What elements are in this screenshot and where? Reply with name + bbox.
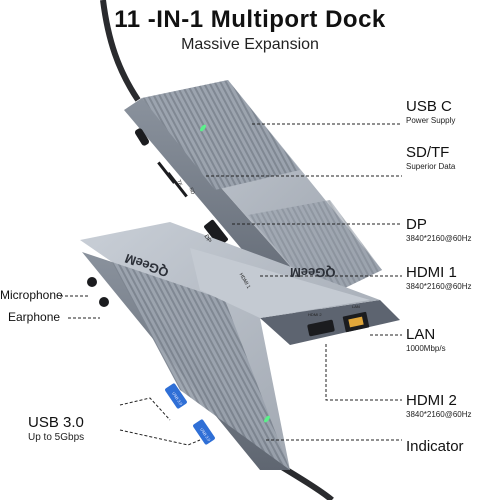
lower-dock-ribbed-surface bbox=[112, 262, 290, 470]
callout-indicator: Indicator bbox=[406, 438, 464, 455]
callout-usb-c: USB C Power Supply bbox=[406, 98, 455, 125]
usb-a-port-2 bbox=[193, 419, 215, 445]
dp-port bbox=[204, 219, 228, 247]
upper-dock-ribbed-surface bbox=[142, 80, 300, 190]
callout-usb-c-label: USB C bbox=[406, 98, 452, 115]
callout-usb3-sub: Up to 5Gbps bbox=[28, 432, 85, 443]
callout-microphone-label: Microphone bbox=[0, 288, 63, 302]
lan-port-mark: LAN bbox=[352, 304, 360, 309]
lower-dock bbox=[80, 222, 400, 470]
hdmi2-port-mark: HDMI 2 bbox=[308, 312, 322, 317]
upper-indicator-led bbox=[200, 124, 206, 132]
callout-earphone-label: Earphone bbox=[8, 310, 61, 324]
sd-slot bbox=[166, 171, 188, 198]
callout-dp-sub: 3840*2160@60Hz bbox=[406, 234, 472, 243]
callout-lan-label: LAN bbox=[406, 326, 436, 343]
usb-a-port-1 bbox=[165, 383, 187, 409]
callout-hdmi1-label: HDMI 1 bbox=[406, 264, 457, 281]
callout-hdmi2-sub: 3840*2160@60Hz bbox=[406, 410, 472, 419]
callout-hdmi1: HDMI 1 3840*2160@60Hz bbox=[406, 264, 472, 291]
callout-hdmi1-sub: 3840*2160@60Hz bbox=[406, 282, 472, 291]
earphone-jack bbox=[99, 297, 109, 307]
microphone-jack bbox=[87, 277, 97, 287]
callout-usb3: USB 3.0 Up to 5Gbps bbox=[28, 414, 84, 443]
upper-dock-cable bbox=[100, 0, 141, 102]
callout-sd-tf-sub: Superior Data bbox=[406, 162, 456, 171]
callout-microphone: Microphone bbox=[0, 288, 63, 302]
callout-lan-sub: 1000Mbp/s bbox=[406, 344, 446, 353]
callout-earphone: Earphone bbox=[8, 310, 60, 324]
callout-lan: LAN 1000Mbp/s bbox=[406, 326, 446, 353]
hdmi2-port bbox=[307, 319, 335, 337]
upper-usb-c-port bbox=[134, 128, 150, 146]
callout-usb3-label: USB 3.0 bbox=[28, 414, 84, 431]
brand-logo-upper: QGeeM bbox=[290, 265, 336, 280]
callout-dp: DP 3840*2160@60Hz bbox=[406, 216, 472, 243]
callout-lines bbox=[60, 123, 402, 446]
page-subtitle: Massive Expansion bbox=[181, 36, 319, 53]
callout-dp-label: DP bbox=[406, 216, 427, 233]
callout-indicator-label: Indicator bbox=[406, 438, 464, 455]
callout-sd-tf-label: SD/TF bbox=[406, 144, 450, 161]
callout-hdmi2-label: HDMI 2 bbox=[406, 392, 457, 409]
callout-hdmi2: HDMI 2 3840*2160@60Hz bbox=[406, 392, 472, 419]
page-title: 11 -IN-1 Multiport Dock bbox=[114, 6, 386, 33]
callout-sd-tf: SD/TF Superior Data bbox=[406, 144, 455, 171]
lower-indicator-led bbox=[264, 415, 270, 423]
callout-usb-c-sub: Power Supply bbox=[406, 116, 456, 125]
